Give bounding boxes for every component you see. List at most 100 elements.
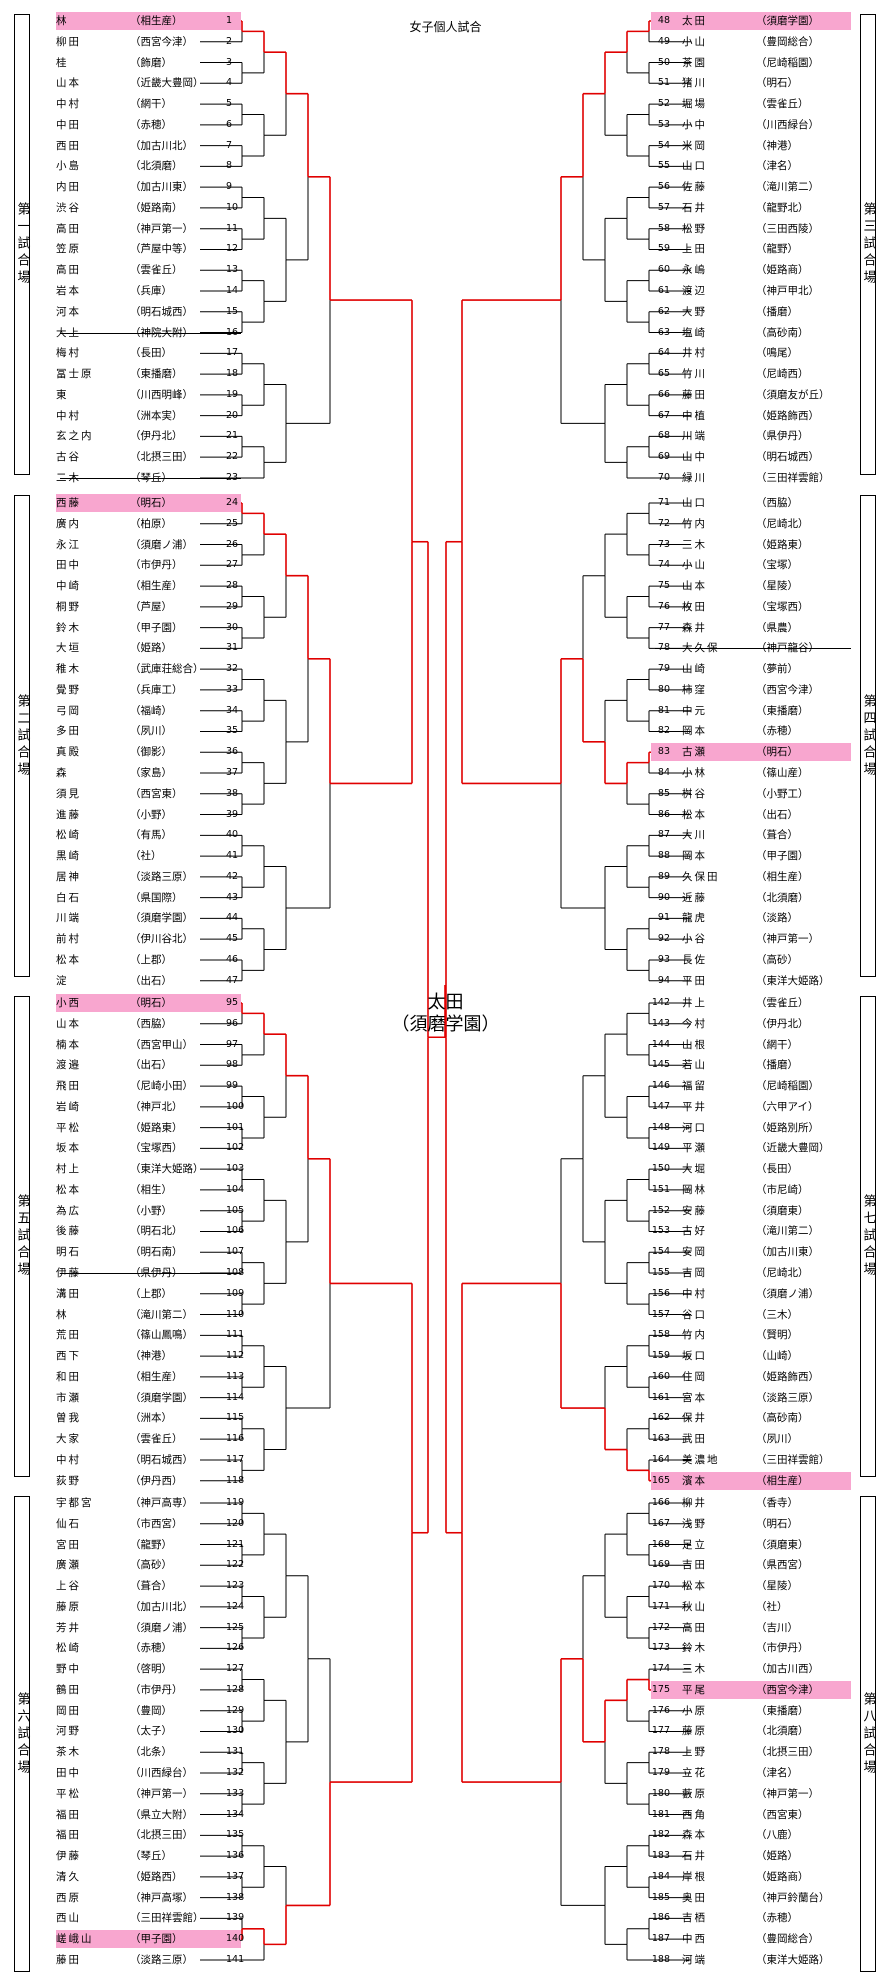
entrant-name: 白石 [56,891,81,904]
entrant-school: （須磨友が丘） [756,388,830,401]
entrant-name: 石井 [682,1850,707,1863]
entrant-school: （須磨ノ浦） [756,1287,819,1300]
entrant-school: （明石） [756,77,798,90]
entrant-name: 須見 [56,787,81,800]
entrant-school: （神戸第一） [756,1787,819,1800]
entrant-name: 塩崎 [682,326,707,339]
entrant-number: 121 [226,1538,245,1550]
entrant-school: （網干） [130,98,172,111]
entrant-number: 109 [226,1287,245,1299]
entrant-school: （滝川第二） [756,1225,819,1238]
entrant-number: 34 [226,704,239,716]
entrant-number: 97 [226,1038,239,1050]
entrant-name: 廣瀬 [56,1559,81,1572]
entrant-row: 藤原（加古川北）124 [56,1598,244,1616]
entrant-name: 内田 [56,181,81,194]
entrant-row: 上野（北摂三田）178 [651,1743,851,1761]
entrant-name: 住岡 [682,1370,707,1383]
entrant-school: （豊岡） [130,1704,172,1717]
entrant-school: （県国際） [130,891,183,904]
entrant-row: 小島（北須磨）8 [56,157,241,175]
entrant-school: （小野工） [756,787,809,800]
entrant-number: 17 [226,347,239,359]
entrant-school: （淡路三原） [130,870,193,883]
entrant-name: 弓岡 [56,704,81,717]
entrant-number: 184 [651,1870,670,1882]
entrant-school: （須磨ノ浦） [130,538,193,551]
entrant-school: （伊川谷北） [130,933,193,946]
entrant-school: （長田） [130,347,172,360]
entrant-row: 宮田（龍野）121 [56,1536,244,1554]
entrant-number: 79 [657,663,670,675]
entrant-number: 9 [226,181,233,193]
entrant-number: 56 [657,181,670,193]
entrant-name: 大堀 [682,1163,707,1176]
withdrawn-strike [655,648,851,650]
entrant-name: 嵯峨山 [56,1933,94,1946]
entrant-school: （加古川西） [756,1663,819,1676]
entrant-number: 93 [657,953,670,965]
entrant-school: （姫路東） [130,1121,183,1134]
entrant-school: （明石南） [130,1246,183,1259]
entrant-row: 山中（明石城西）69 [651,448,851,466]
entrant-row: 中植（姫路飾西）67 [651,407,851,425]
entrant-row: 石井（姫路）183 [651,1847,851,1865]
venue-label: 第二試合場 [14,495,30,977]
entrant-name: 河端 [682,1953,707,1966]
entrant-school: （三田西陵） [756,222,819,235]
entrant-name: 宮田 [56,1538,81,1551]
entrant-number: 113 [226,1370,245,1382]
entrant-name: 柳田 [56,35,81,48]
entrant-school: （相生産） [756,870,809,883]
entrant-name: 茶木 [56,1746,81,1759]
entrant-row: 河本（明石城西）15 [56,303,241,321]
entrant-number: 49 [657,35,670,47]
entrant-number: 152 [651,1204,670,1216]
entrant-school: （北摂三田） [756,1746,819,1759]
entrant-row: 吉岡（尼崎北）155 [651,1264,851,1282]
entrant-name: 近藤 [682,891,707,904]
entrant-number: 21 [226,430,239,442]
entrant-name: 中西 [682,1933,707,1946]
entrant-number: 158 [651,1329,670,1341]
entrant-number: 66 [657,388,670,400]
entrant-school: （星陵） [756,580,798,593]
entrant-name: 松本 [56,953,81,966]
entrant-number: 7 [226,139,233,151]
entrant-row: 猪川（明石）51 [651,74,851,92]
entrant-number: 127 [226,1663,245,1675]
entrant-name: 山口 [682,497,707,509]
entrant-number: 112 [226,1350,245,1362]
entrant-name: 中植 [682,409,707,422]
entrant-number: 155 [651,1267,670,1278]
entrant-row: 山根（網干）144 [651,1036,851,1054]
entrant-row: 大野（播磨）62 [651,303,851,321]
entrant-name: 松本 [682,808,707,821]
entrant-number: 146 [651,1080,670,1092]
entrant-row: 近藤（北須磨）90 [651,889,851,907]
entrant-name: 吉田 [682,1559,707,1572]
entrant-number: 53 [657,118,670,130]
entrant-number: 5 [226,98,233,110]
entrant-row: 山本（近畿大豊岡）4 [56,74,241,92]
entrant-school: （高砂南） [756,326,809,339]
entrant-name: 廣内 [56,517,81,530]
entrant-school: （姫路別所） [756,1121,819,1134]
entrant-school: （近畿大豊岡） [130,77,204,90]
entrant-name: 長佐 [682,953,707,966]
entrant-school: （高砂） [756,953,798,966]
entrant-number: 120 [226,1517,245,1529]
entrant-number: 45 [226,933,239,945]
entrant-name: 濱本 [682,1474,707,1487]
entrant-school: （啓明） [130,1663,172,1676]
entrant-school: （篠山産） [756,767,809,779]
entrant-number: 25 [226,517,239,529]
entrant-school: （宝塚西） [130,1142,183,1155]
entrant-row: 藤原（北須磨）177 [651,1722,851,1740]
entrant-school: （琴丘） [130,1850,172,1863]
entrant-name: 為広 [56,1204,81,1217]
entrant-row: 長佐 （高砂） 93 [651,951,851,969]
entrant-number: 115 [226,1412,245,1424]
entrant-school: （西宮今津） [756,1683,819,1696]
entrant-row: 秋山（社）171 [651,1598,851,1616]
